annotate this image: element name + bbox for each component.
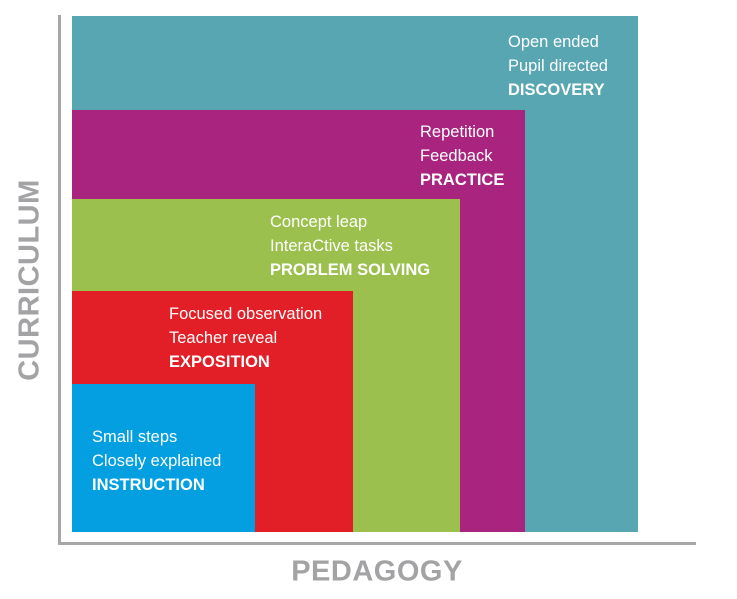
x-axis-line [58, 542, 696, 545]
problem-solving-line1: Concept leap [270, 213, 368, 231]
instruction-line2: Closely explained [92, 452, 222, 470]
practice-line1: Repetition [420, 123, 495, 141]
problem-solving-title: PROBLEM SOLVING [270, 261, 431, 279]
discovery-title: DISCOVERY [508, 81, 605, 99]
instruction-line1: Small steps [92, 428, 178, 446]
instruction-label: Small steps Closely explained INSTRUCTIO… [92, 425, 221, 497]
instruction-box [72, 384, 255, 532]
problem-solving-line2: InteraCtive tasks [270, 237, 393, 255]
practice-label: Repetition Feedback PRACTICE [420, 120, 504, 192]
exposition-line1: Focused observation [169, 305, 323, 323]
exposition-line2: Teacher reveal [169, 329, 278, 347]
problem-solving-label: Concept leap InteraCtive tasks PROBLEM S… [270, 210, 430, 282]
exposition-label: Focused observation Teacher reveal EXPOS… [169, 302, 322, 374]
practice-line2: Feedback [420, 147, 493, 165]
discovery-line1: Open ended [508, 33, 599, 51]
y-axis-title: CURRICULUM [13, 179, 46, 381]
x-axis-title: PEDAGOGY [291, 555, 463, 588]
practice-title: PRACTICE [420, 171, 505, 189]
exposition-title: EXPOSITION [169, 353, 270, 371]
discovery-line2: Pupil directed [508, 57, 608, 75]
instruction-title: INSTRUCTION [92, 476, 205, 494]
y-axis-line [58, 15, 61, 545]
discovery-label: Open ended Pupil directed DISCOVERY [508, 30, 608, 102]
